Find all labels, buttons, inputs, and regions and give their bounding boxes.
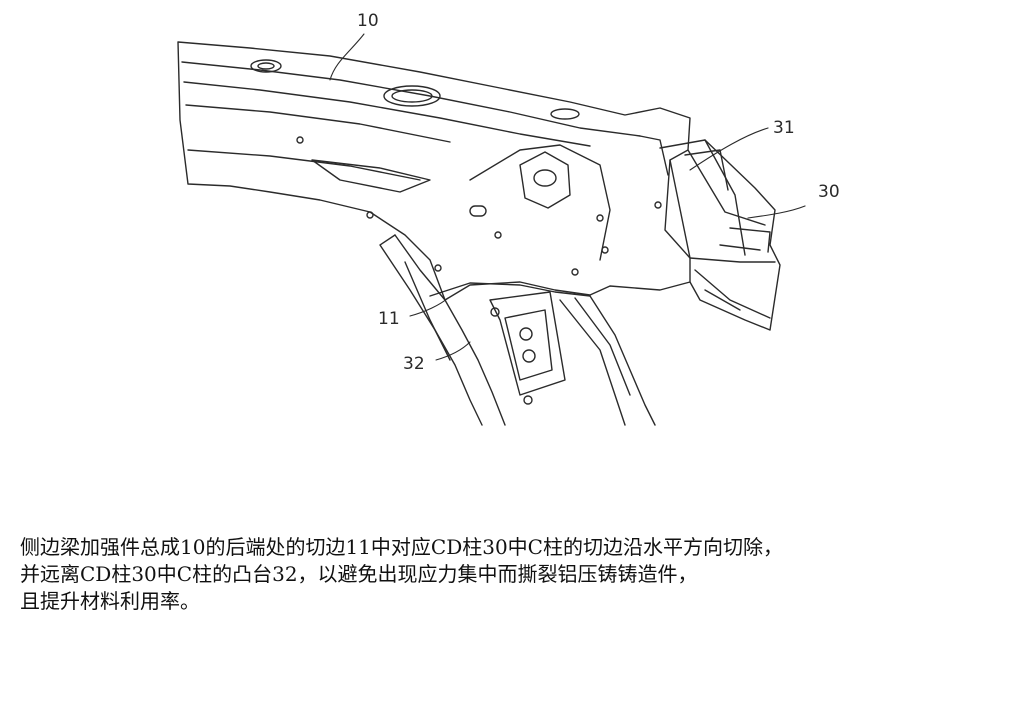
leader-lines [329,33,806,361]
caption-line: 并远离CD柱30中C柱的凸台32，以避免出现应力集中而撕裂铝压铸铸造件， [20,562,698,586]
reference-label-30: 30 [818,182,840,202]
reference-label-10: 10 [357,11,379,31]
patent-drawing: 10 31 30 11 32 [177,11,840,426]
caption-line: 且提升材料利用率。 [20,589,200,613]
cut-edge [429,282,591,297]
reference-label-31: 31 [773,118,795,138]
cd-pillar-c-pillar-boss [379,234,656,426]
caption-line: 侧边梁加强件总成10的后端处的切边11中对应CD柱30中C柱的切边沿水平方向切除… [20,535,783,559]
side-rail-reinforcement-assembly [177,41,691,301]
reference-label-11: 11 [378,309,400,329]
figure-caption: 侧边梁加强件总成10的后端处的切边11中对应CD柱30中C柱的切边沿水平方向切除… [20,534,1000,615]
cd-pillar [659,139,781,331]
reference-label-32: 32 [403,354,425,374]
